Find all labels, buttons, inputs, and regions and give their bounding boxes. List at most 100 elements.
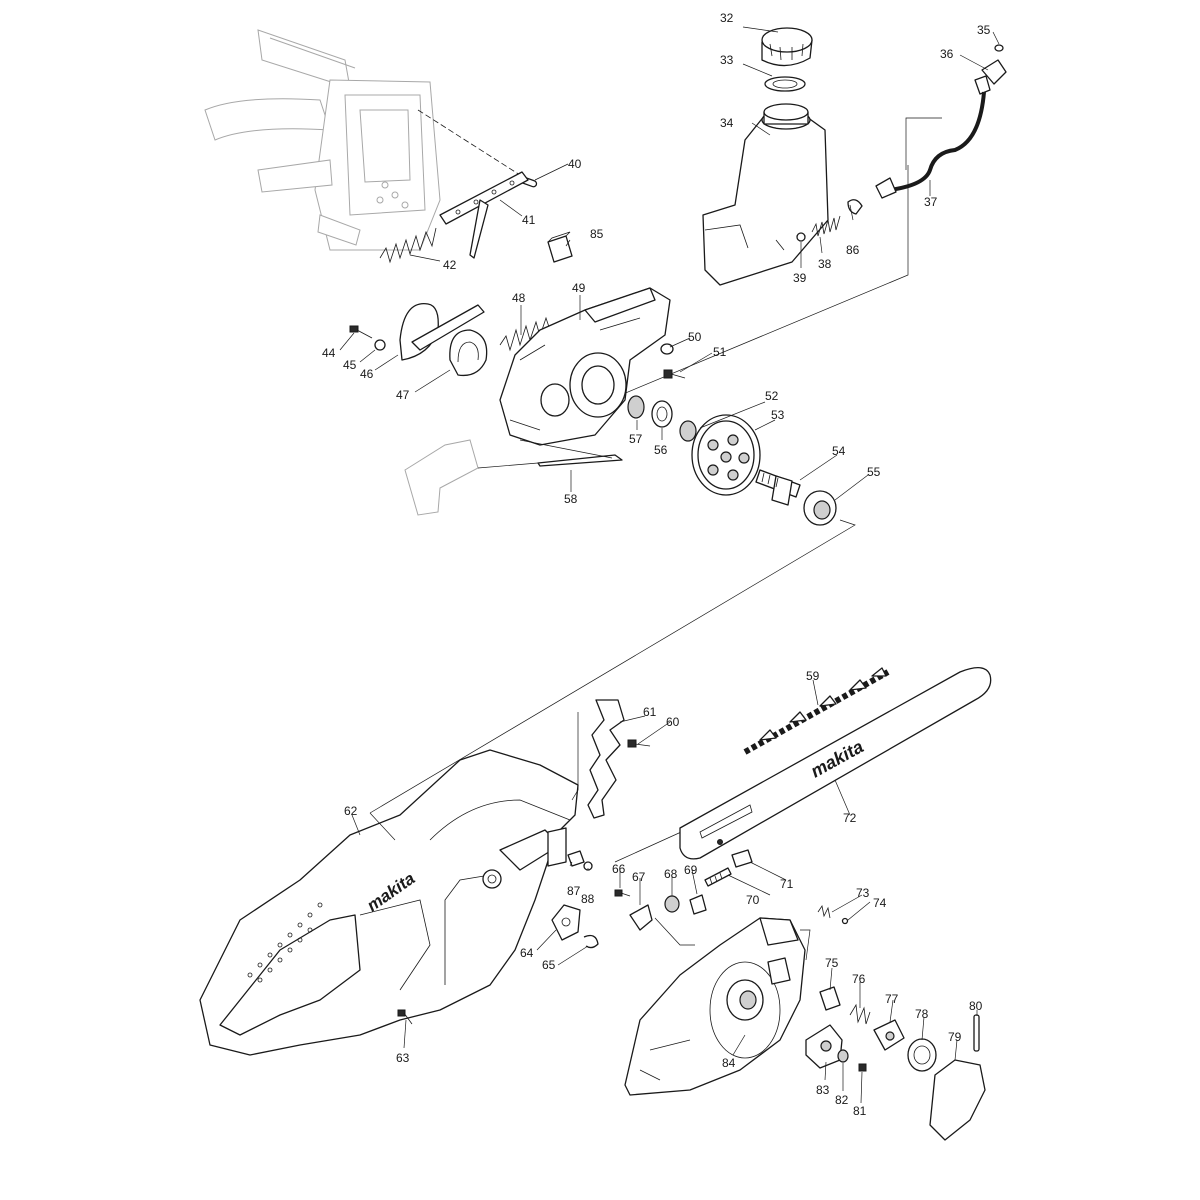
- bearing-55: [803, 490, 837, 526]
- pin-71: [731, 849, 753, 868]
- washer-45: [374, 339, 386, 351]
- cap-gasket: [764, 76, 806, 92]
- callout-41: 41: [522, 213, 536, 227]
- nut-68: [664, 895, 680, 913]
- knob-83: [805, 1024, 843, 1069]
- callout-39: 39: [793, 271, 807, 285]
- callout-37: 37: [924, 195, 938, 209]
- callout-73: 73: [856, 886, 870, 900]
- callout-53: 53: [771, 408, 785, 422]
- washer-50: [660, 343, 674, 355]
- callout-80: 80: [969, 999, 983, 1013]
- callout-60: 60: [666, 715, 680, 729]
- cover-79: [929, 1059, 986, 1141]
- callout-72: 72: [843, 811, 857, 825]
- assembly-line-shaft: [369, 519, 856, 814]
- callout-64: 64: [520, 946, 534, 960]
- callout-77: 77: [885, 992, 899, 1006]
- callout-52: 52: [765, 389, 779, 403]
- leader-lines: [339, 26, 1000, 1104]
- assembly-line-71: [614, 827, 695, 946]
- callout-56: 56: [654, 443, 668, 457]
- callout-62: 62: [344, 804, 358, 818]
- callout-47: 47: [396, 388, 410, 402]
- callout-76: 76: [852, 972, 866, 986]
- sprocket-shaft-54: [755, 469, 801, 506]
- callout-34: 34: [720, 116, 734, 130]
- brake-link-41: [439, 171, 529, 259]
- stud-70: [704, 867, 732, 887]
- tensioner-64: [551, 904, 581, 941]
- spring-38: [811, 215, 841, 237]
- vent-holes: [247, 902, 323, 983]
- brake-band-47: [449, 329, 488, 377]
- oil-cap: [761, 27, 813, 67]
- block-85: [547, 231, 573, 263]
- oil-tank: [702, 103, 829, 286]
- screw-81: [858, 1063, 867, 1072]
- assembly-line: [417, 109, 521, 176]
- rod-58: [537, 454, 623, 467]
- ball-39: [796, 232, 806, 242]
- callout-61: 61: [643, 705, 657, 719]
- callout-71: 71: [780, 877, 794, 891]
- callout-32: 32: [720, 11, 734, 25]
- saw-chain-59: [743, 667, 890, 755]
- bolt-87: [567, 850, 585, 867]
- callout-59: 59: [806, 669, 820, 683]
- callout-75: 75: [825, 956, 839, 970]
- callout-83: 83: [816, 1083, 830, 1097]
- callout-88: 88: [581, 892, 595, 906]
- guide-bar-72: makita: [679, 667, 992, 860]
- motor-housing-reference: [204, 29, 441, 251]
- callout-33: 33: [720, 53, 734, 67]
- seal-56-inner: [656, 406, 668, 422]
- callout-82: 82: [835, 1093, 849, 1107]
- nut-75: [819, 986, 841, 1011]
- hose-fitting: [875, 177, 897, 199]
- bearing-57: [627, 395, 645, 419]
- elbow-fitting: [974, 59, 1007, 95]
- knob-77: [873, 1019, 905, 1051]
- callout-50: 50: [688, 330, 702, 344]
- callout-46: 46: [360, 367, 374, 381]
- callout-65: 65: [542, 958, 556, 972]
- callout-74: 74: [873, 896, 887, 910]
- gear-housing-49: [499, 287, 671, 446]
- callout-57: 57: [629, 432, 643, 446]
- callout-54: 54: [832, 444, 846, 458]
- bolt-63: [397, 1009, 413, 1025]
- screw-51: [663, 369, 686, 379]
- callout-36: 36: [940, 47, 954, 61]
- callout-86: 86: [846, 243, 860, 257]
- chain-catcher-61: [587, 699, 625, 819]
- callout-58: 58: [564, 492, 578, 506]
- clamp-86: [847, 199, 863, 215]
- pin-80: [973, 1014, 980, 1052]
- callout-45: 45: [343, 358, 357, 372]
- callout-84: 84: [722, 1056, 736, 1070]
- nut-69: [689, 894, 707, 915]
- cap-gasket-inner: [772, 79, 798, 89]
- spring-42: [379, 227, 437, 264]
- callout-40: 40: [568, 157, 582, 171]
- callout-51: 51: [713, 345, 727, 359]
- brake-band-46: [399, 303, 485, 361]
- callout-44: 44: [322, 346, 336, 360]
- ball-74: [841, 917, 849, 925]
- callout-35: 35: [977, 23, 991, 37]
- assembly-line-74: [800, 929, 811, 961]
- callout-70: 70: [746, 893, 760, 907]
- callout-67: 67: [632, 870, 646, 884]
- callout-85: 85: [590, 227, 604, 241]
- callout-48: 48: [512, 291, 526, 305]
- ring-78: [907, 1038, 937, 1072]
- oil-hose: [889, 91, 986, 192]
- callout-69: 69: [684, 863, 698, 877]
- sprocket-cover-84: [624, 917, 806, 1096]
- bearing-52: [679, 420, 697, 442]
- callout-63: 63: [396, 1051, 410, 1065]
- spring-76: [849, 1003, 871, 1025]
- callout-38: 38: [818, 257, 832, 271]
- callout-55: 55: [867, 465, 881, 479]
